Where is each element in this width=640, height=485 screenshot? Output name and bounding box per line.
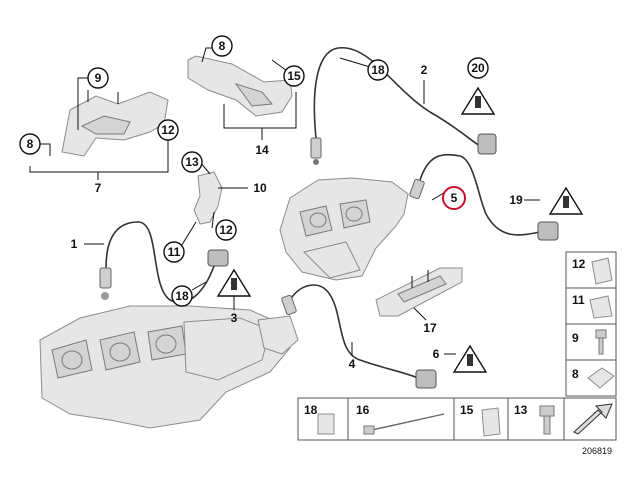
callout-12-left[interactable]: 12 <box>157 119 179 141</box>
bracket-10[interactable] <box>193 171 223 225</box>
oxygen-sensor-5[interactable] <box>409 153 559 241</box>
label-14: 14 <box>255 143 269 157</box>
svg-text:15: 15 <box>460 403 474 417</box>
callout-9[interactable]: 9 <box>87 67 109 89</box>
callout-8-left[interactable]: 8 <box>19 133 41 155</box>
svg-text:15: 15 <box>287 69 301 83</box>
svg-text:16: 16 <box>356 403 370 417</box>
label-19: 19 <box>509 193 523 207</box>
warning-icon-3 <box>216 268 252 297</box>
svg-text:9: 9 <box>572 331 579 345</box>
catalytic-converter-lower[interactable] <box>39 305 299 429</box>
svg-text:18: 18 <box>304 403 318 417</box>
callout-15-top[interactable]: 15 <box>283 65 305 87</box>
oxygen-sensor-2[interactable] <box>310 47 497 165</box>
label-2: 2 <box>421 63 428 77</box>
svg-text:8: 8 <box>219 39 226 53</box>
oxygen-sensor-1[interactable] <box>99 221 229 304</box>
label-1: 1 <box>71 237 78 251</box>
svg-text:13: 13 <box>514 403 528 417</box>
oxygen-sensor-4[interactable] <box>281 284 437 389</box>
side-part-box-8[interactable]: 8 <box>565 359 617 397</box>
callout-11-mid[interactable]: 11 <box>163 241 185 263</box>
heat-shield-7[interactable] <box>61 90 169 157</box>
callout-12-mid[interactable]: 12 <box>215 219 237 241</box>
callout-8-top[interactable]: 8 <box>211 35 233 57</box>
bottom-part-box-13[interactable]: 13 <box>507 397 565 441</box>
label-17: 17 <box>423 321 437 335</box>
svg-text:11: 11 <box>572 293 585 307</box>
warning-icon-20 <box>460 86 496 115</box>
svg-text:8: 8 <box>27 137 34 151</box>
callout-13-mid[interactable]: 13 <box>181 151 203 173</box>
diagram-reference-number: 206819 <box>582 446 612 456</box>
catalytic-converter-upper[interactable] <box>279 177 409 281</box>
label-7: 7 <box>95 181 102 195</box>
svg-text:18: 18 <box>371 63 385 77</box>
nav-arrow-icon[interactable] <box>563 397 617 441</box>
bracket-14[interactable] <box>187 55 293 117</box>
svg-text:13: 13 <box>185 155 199 169</box>
label-4: 4 <box>349 357 356 371</box>
label-3: 3 <box>231 311 238 325</box>
svg-text:9: 9 <box>95 71 102 85</box>
mounting-bracket-17[interactable] <box>375 267 463 317</box>
side-part-box-9[interactable]: 9 <box>565 323 617 361</box>
callout-18-mid[interactable]: 18 <box>171 285 193 307</box>
side-part-box-12[interactable]: 12 <box>565 251 617 289</box>
callout-20[interactable]: 20 <box>467 57 489 79</box>
callout-18-top[interactable]: 18 <box>367 59 389 81</box>
warning-icon-19 <box>548 186 584 215</box>
svg-text:11: 11 <box>168 245 181 259</box>
side-part-box-11[interactable]: 11 <box>565 287 617 325</box>
svg-text:12: 12 <box>219 223 233 237</box>
svg-text:20: 20 <box>471 61 485 75</box>
svg-text:8: 8 <box>572 367 579 381</box>
svg-text:12: 12 <box>161 123 175 137</box>
svg-text:18: 18 <box>175 289 189 303</box>
bottom-part-box-18[interactable]: 18 <box>297 397 349 441</box>
bottom-part-box-16[interactable]: 16 <box>347 397 455 441</box>
svg-text:12: 12 <box>572 257 586 271</box>
label-6: 6 <box>433 347 440 361</box>
label-10: 10 <box>253 181 267 195</box>
svg-text:5: 5 <box>451 191 458 205</box>
callout-5-highlighted[interactable]: 5 <box>442 186 466 210</box>
bottom-part-box-15[interactable]: 15 <box>453 397 509 441</box>
warning-icon-6 <box>452 344 488 373</box>
